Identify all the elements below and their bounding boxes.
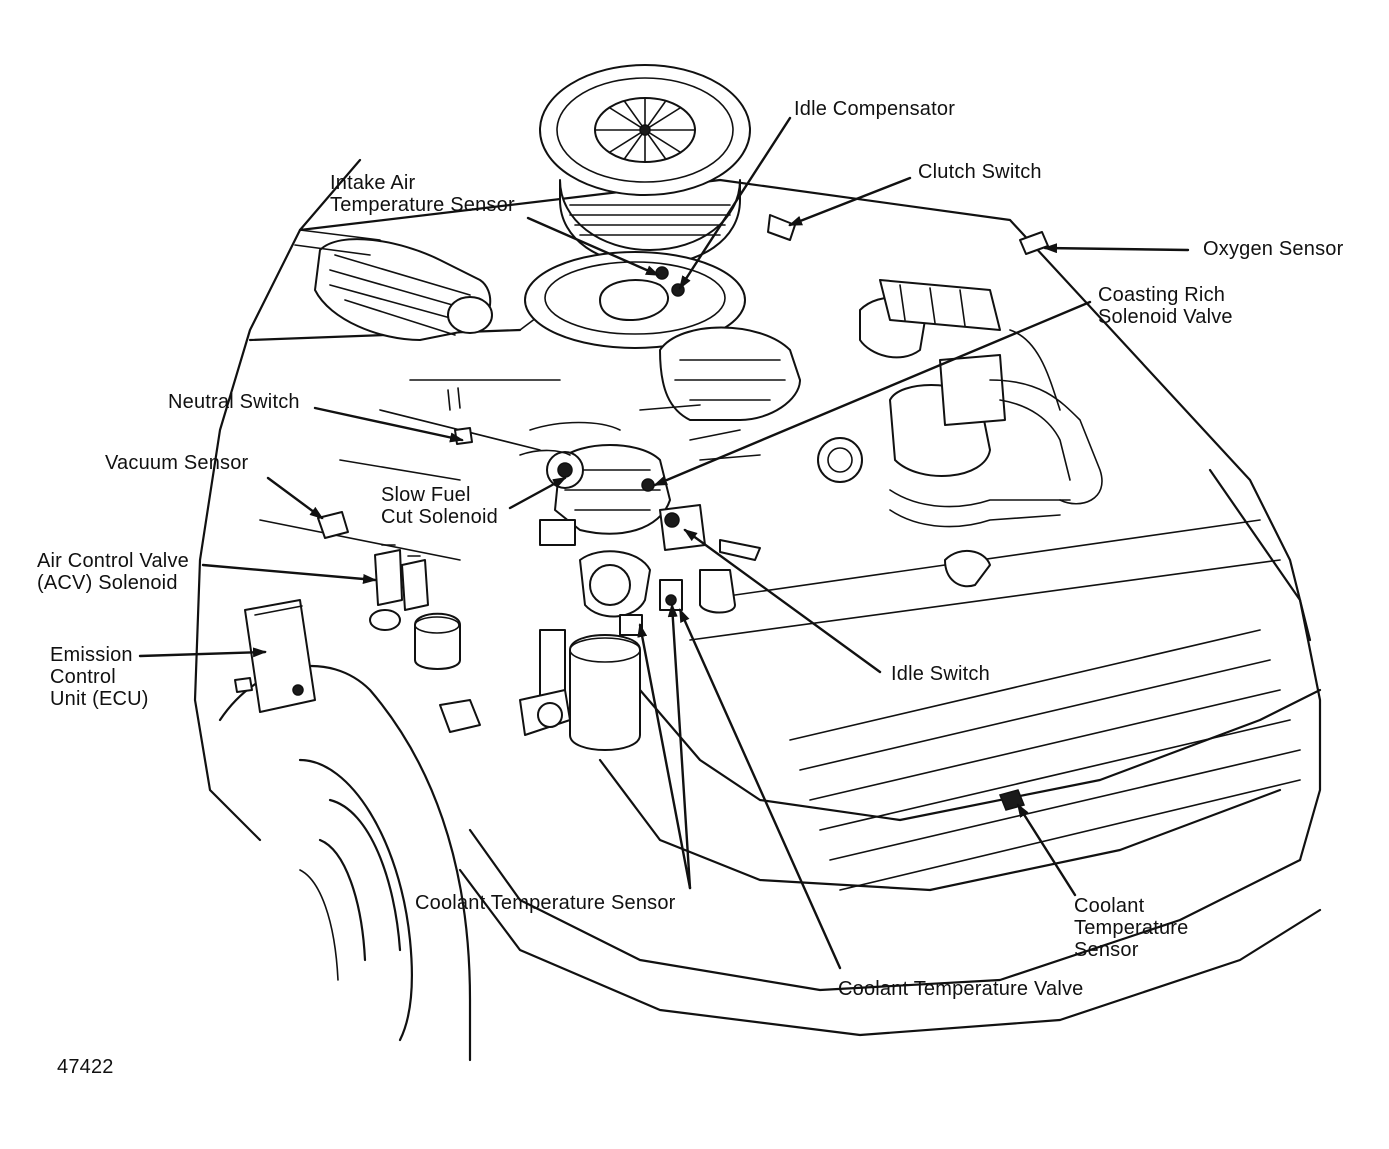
left-air-duct (294, 229, 493, 341)
label-coolant-temperature-sensor-center: Coolant Temperature Sensor (415, 892, 676, 914)
acv-solenoid-cluster (369, 544, 461, 670)
carburetor-cluster (519, 326, 801, 636)
label-neutral-switch: Neutral Switch (168, 391, 300, 413)
label-oxygen-sensor: Oxygen Sensor (1203, 238, 1344, 260)
label-vacuum-sensor: Vacuum Sensor (105, 452, 249, 474)
label-slow-fuel-cut-solenoid: Slow Fuel Cut Solenoid (381, 484, 498, 528)
label-intake-air-temperature-sensor: Intake Air Temperature Sensor (330, 172, 515, 216)
exhaust-manifold (817, 279, 1103, 588)
label-emission-control-unit: Emission Control Unit (ECU) (50, 644, 149, 710)
label-clutch-switch: Clutch Switch (918, 161, 1042, 183)
front-wheel (218, 664, 472, 1062)
clutch-switch-part (767, 214, 796, 241)
label-idle-switch: Idle Switch (891, 663, 990, 685)
charcoal-canister (519, 629, 641, 751)
connector-part (439, 699, 481, 733)
leader-lines (138, 116, 1190, 970)
neutral-switch-part (447, 387, 473, 445)
ecu-box (234, 599, 316, 713)
vacuum-sensor-part (317, 511, 349, 539)
label-idle-compensator: Idle Compensator (794, 98, 956, 120)
label-coolant-temperature-valve: Coolant Temperature Valve (838, 978, 1084, 1000)
air-cleaner-assembly (524, 64, 751, 349)
figure-number: 47422 (57, 1056, 114, 1078)
label-coasting-rich-solenoid-valve: Coasting Rich Solenoid Valve (1098, 284, 1233, 328)
label-air-control-valve-solenoid: Air Control Valve (ACV) Solenoid (37, 550, 189, 594)
label-coolant-temperature-sensor-right: Coolant Temperature Sensor (1074, 895, 1189, 961)
